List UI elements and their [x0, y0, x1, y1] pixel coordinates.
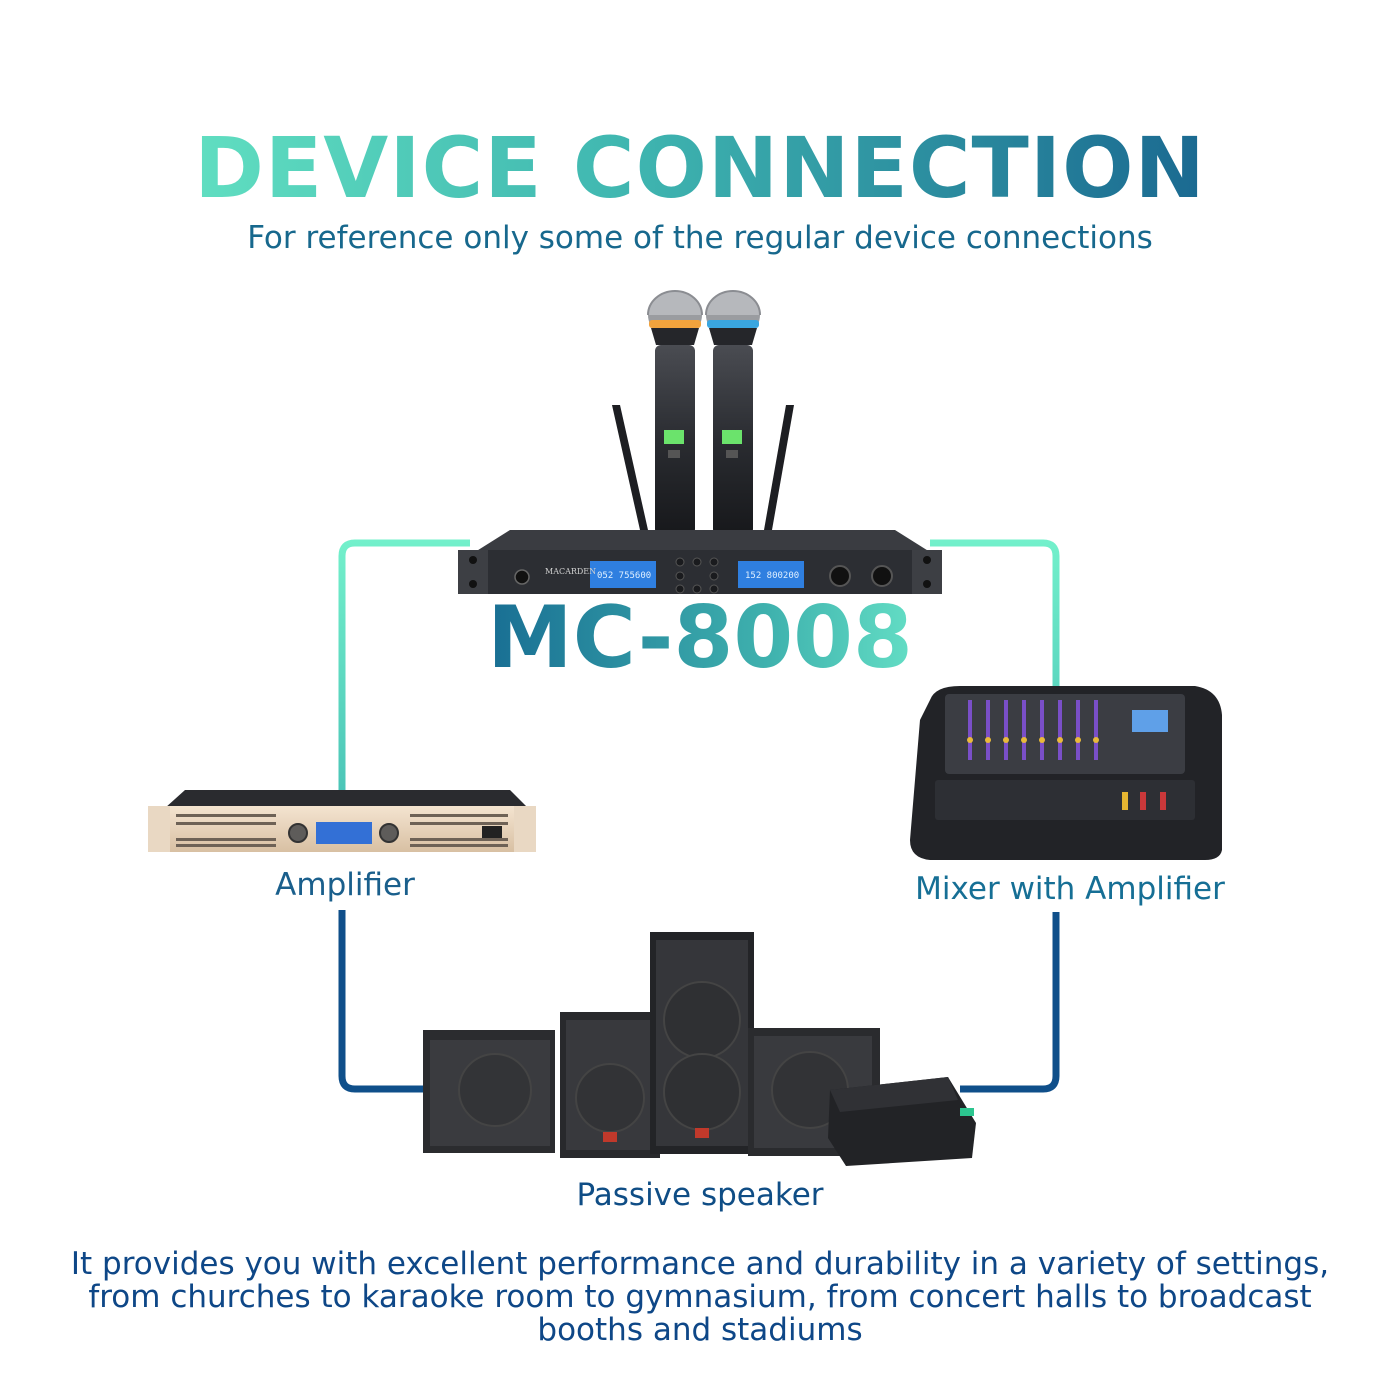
- description-text: It provides you with excellent performan…: [70, 1246, 1330, 1348]
- page-subtitle: For reference only some of the regular d…: [247, 220, 1153, 256]
- microphone-icon: [705, 290, 761, 540]
- speaker-label: Passive speaker: [576, 1177, 824, 1213]
- display-left-text: 052 755600: [597, 571, 651, 581]
- svg-text:MACARDEN: MACARDEN: [545, 567, 596, 576]
- display-right-text: 152 800200: [745, 571, 799, 581]
- receiver-unit: 052 755600 152 800200 MACARDEN: [458, 530, 942, 594]
- page-title: DEVICE CONNECTION: [0, 118, 1400, 218]
- model-name: MC-8008: [0, 590, 1400, 686]
- microphone-icon: [647, 290, 703, 540]
- speaker-icon: [423, 1030, 555, 1153]
- amplifier-icon: [148, 790, 536, 852]
- mixer-label: Mixer with Amplifier: [915, 871, 1225, 907]
- antenna-icon: [612, 405, 794, 530]
- amplifier-label: Amplifier: [275, 867, 415, 903]
- right-connection-line: [930, 539, 1060, 690]
- monitor-speaker-icon: [828, 1077, 976, 1166]
- left-connection-line: [338, 539, 470, 790]
- right-lower-line: [960, 912, 1060, 1093]
- speaker-icon: [650, 932, 754, 1154]
- mixer-icon: [910, 686, 1222, 860]
- left-lower-line: [338, 910, 425, 1093]
- speaker-icon: [560, 1012, 660, 1158]
